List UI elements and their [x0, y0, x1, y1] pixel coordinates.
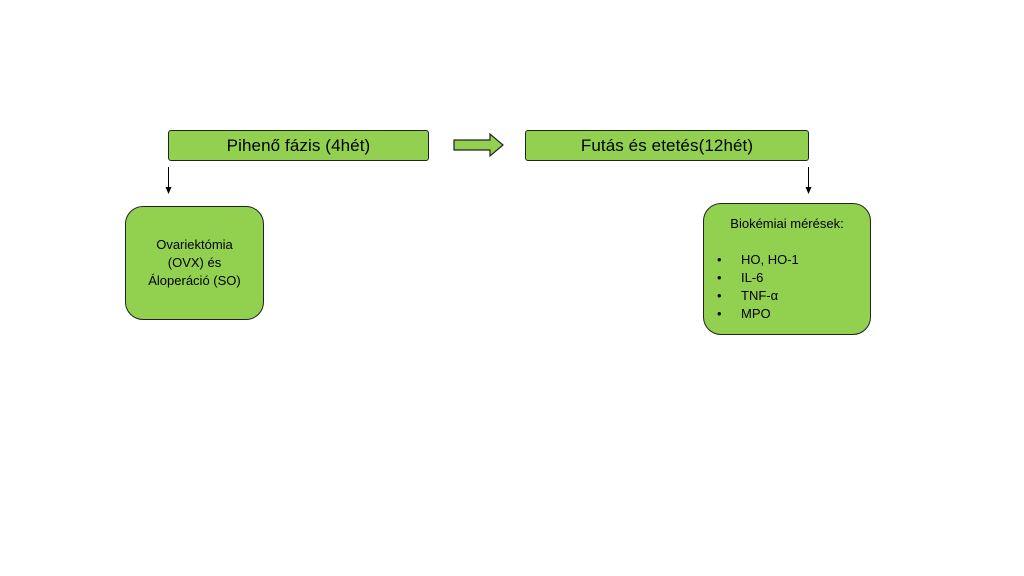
list-item: • TNF-α	[717, 287, 870, 305]
phase-rest-box: Pihenő fázis (4hét)	[168, 130, 429, 161]
bullet: •	[717, 270, 722, 285]
list-item-label: MPO	[741, 306, 771, 321]
list-item-label: HO, HO-1	[741, 252, 799, 267]
biochem-title: Biokémiai mérések:	[730, 216, 844, 231]
list-item: • IL-6	[717, 269, 870, 287]
bullet: •	[717, 288, 722, 303]
list-item-label: TNF-α	[741, 288, 779, 303]
list-item: • MPO	[717, 305, 870, 323]
phase-run-box: Futás és etetés(12hét)	[525, 130, 809, 161]
surgery-line: (OVX) és	[167, 255, 222, 270]
phase-run-label: Futás és etetés(12hét)	[580, 135, 754, 155]
phase-transition-arrow	[453, 132, 504, 158]
bullet: •	[717, 306, 722, 321]
bullet: •	[717, 252, 722, 267]
list-item: • HO, HO-1	[717, 251, 870, 269]
biochem-list: • HO, HO-1 • IL-6 • TNF-α • MPO	[704, 251, 870, 323]
down-arrow-right-head	[805, 187, 812, 194]
biochem-box: Biokémiai mérések: • HO, HO-1 • IL-6 • T…	[703, 203, 871, 335]
surgery-box: Ovariektómia (OVX) és Áloperáció (SO)	[125, 206, 264, 320]
surgery-line: Áloperáció (SO)	[148, 273, 241, 288]
down-arrow-left-head	[165, 187, 172, 194]
phase-rest-label: Pihenő fázis (4hét)	[226, 135, 371, 155]
list-item-label: IL-6	[741, 270, 764, 285]
surgery-line: Ovariektómia	[156, 237, 233, 252]
